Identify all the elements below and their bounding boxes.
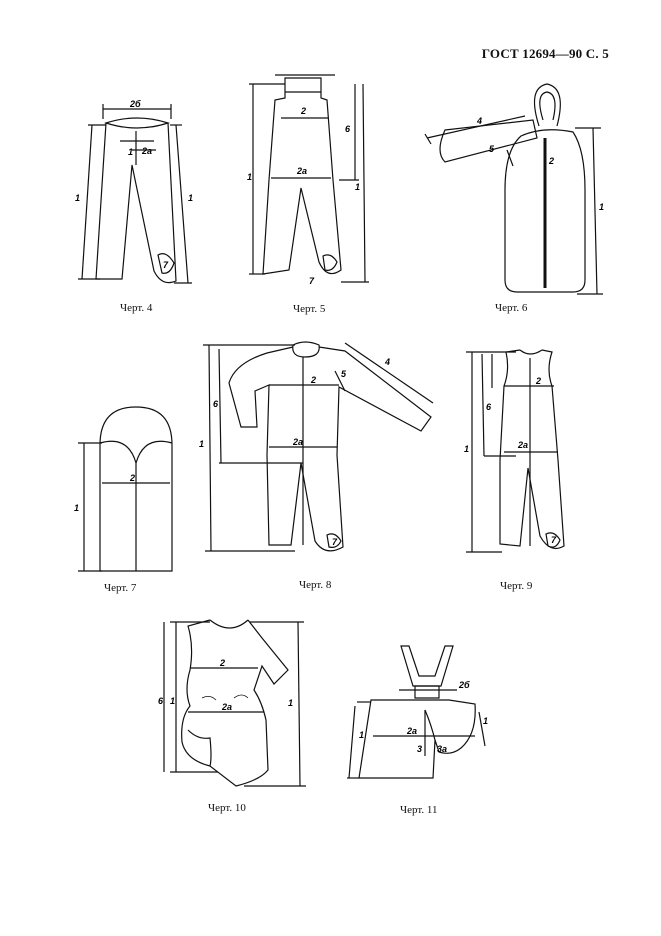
caption-7: Черт. 7 <box>104 582 137 594</box>
sleeping-bag-drawing: 2 1 <box>74 395 190 575</box>
label-6: 6 <box>345 124 351 134</box>
label-5: 5 <box>341 369 347 379</box>
caption-6: Черт. 6 <box>495 302 528 314</box>
overalls-drawing: 2 6 1 2а 1 7 <box>247 70 375 286</box>
label-2: 2 <box>548 156 554 166</box>
figure-6: 4 5 2 1 Черт. 6 <box>425 80 615 314</box>
label-2a: 2а <box>141 146 152 156</box>
label-5: 5 <box>489 144 495 154</box>
label-1: 1 <box>464 444 469 454</box>
label-1: 1 <box>599 202 604 212</box>
figure-5: 2 6 1 2а 1 7 Черт. 5 <box>245 70 375 315</box>
label-1-left: 1 <box>247 172 252 182</box>
label-1: 1 <box>199 439 204 449</box>
label-3a: 3а <box>437 744 447 754</box>
label-3: 3 <box>417 744 422 754</box>
label-2: 2 <box>129 473 135 483</box>
jumpsuit-sleeves-drawing: 4 5 2 6 2а 1 7 <box>199 335 445 565</box>
label-2: 2 <box>300 106 306 116</box>
label-1-right: 1 <box>288 698 293 708</box>
label-1-right: 1 <box>355 182 360 192</box>
caption-10: Черт. 10 <box>208 802 246 814</box>
label-1: 1 <box>74 503 79 513</box>
label-4: 4 <box>384 357 390 367</box>
label-2: 2 <box>219 658 225 668</box>
label-1-inner: 1 <box>128 147 133 157</box>
caption-5: Черт. 5 <box>293 303 326 315</box>
label-2b: 2б <box>458 680 470 690</box>
label-2a: 2а <box>292 437 303 447</box>
jumpsuit-sleeveless-drawing: 2 6 2а 1 7 <box>464 340 590 570</box>
figure-11: 2б 1 1 2а 3 3а Черт. 11 <box>345 640 495 820</box>
label-1-left: 1 <box>75 193 80 203</box>
label-1-left: 1 <box>359 730 364 740</box>
label-2a: 2а <box>221 702 232 712</box>
label-7: 7 <box>332 537 338 547</box>
envelope-drawing: 4 5 2 1 <box>425 80 604 305</box>
label-2a: 2а <box>406 726 417 736</box>
label-1-right: 1 <box>188 193 193 203</box>
label-7: 7 <box>163 260 169 270</box>
label-2b: 2б <box>129 99 141 109</box>
caption-9: Черт. 9 <box>500 580 533 592</box>
figure-9: 2 6 2а 1 7 Черт. 9 <box>460 340 590 595</box>
shorts-drawing: 2б 1 1 2а 3 3а <box>345 640 488 790</box>
label-1-inner: 1 <box>170 696 175 706</box>
caption-4: Черт. 4 <box>120 302 153 314</box>
label-4: 4 <box>476 116 482 126</box>
label-1-right: 1 <box>483 716 488 726</box>
caption-8: Черт. 8 <box>299 579 332 591</box>
label-7: 7 <box>551 535 557 545</box>
figure-8: 4 5 2 6 2а 1 7 Черт. 8 <box>195 335 445 595</box>
figure-4: 2б 1 2а 1 1 7 Черт. 4 <box>70 95 200 314</box>
label-6: 6 <box>158 696 164 706</box>
figure-7: 2 1 Черт. 7 <box>70 395 190 600</box>
page-header: ГОСТ 12694—90 С. 5 <box>481 46 609 61</box>
figure-10: 2 6 1 2а 1 Черт. 10 <box>150 610 310 820</box>
trousers-drawing: 2б 1 2а 1 1 7 <box>75 99 193 295</box>
label-2: 2 <box>535 376 541 386</box>
label-2a: 2а <box>296 166 307 176</box>
label-2: 2 <box>310 375 316 385</box>
label-6: 6 <box>486 402 492 412</box>
label-6: 6 <box>213 399 219 409</box>
label-2a: 2а <box>517 440 528 450</box>
caption-11: Черт. 11 <box>400 804 438 816</box>
bodysuit-drawing: 2 6 1 2а 1 <box>158 610 310 790</box>
label-7: 7 <box>309 276 315 286</box>
